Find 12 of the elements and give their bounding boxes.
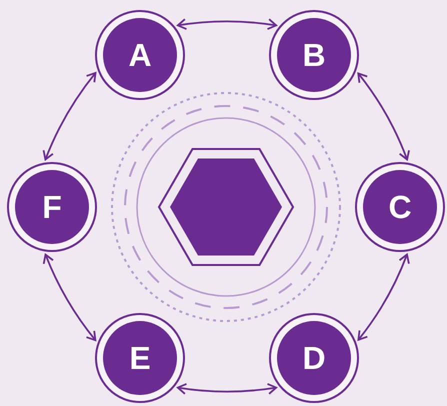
node-letter: A bbox=[103, 18, 177, 92]
double-arrow bbox=[176, 18, 278, 30]
double-arrow bbox=[42, 254, 96, 342]
node-letter: B bbox=[277, 18, 351, 92]
double-arrow bbox=[176, 382, 278, 395]
node-letter: D bbox=[277, 321, 351, 395]
double-arrow bbox=[42, 72, 96, 160]
node-letter: C bbox=[363, 170, 437, 244]
node-letter: F bbox=[15, 170, 89, 244]
double-arrow bbox=[358, 254, 410, 341]
node-letter: E bbox=[103, 321, 177, 395]
double-arrow bbox=[357, 72, 410, 160]
